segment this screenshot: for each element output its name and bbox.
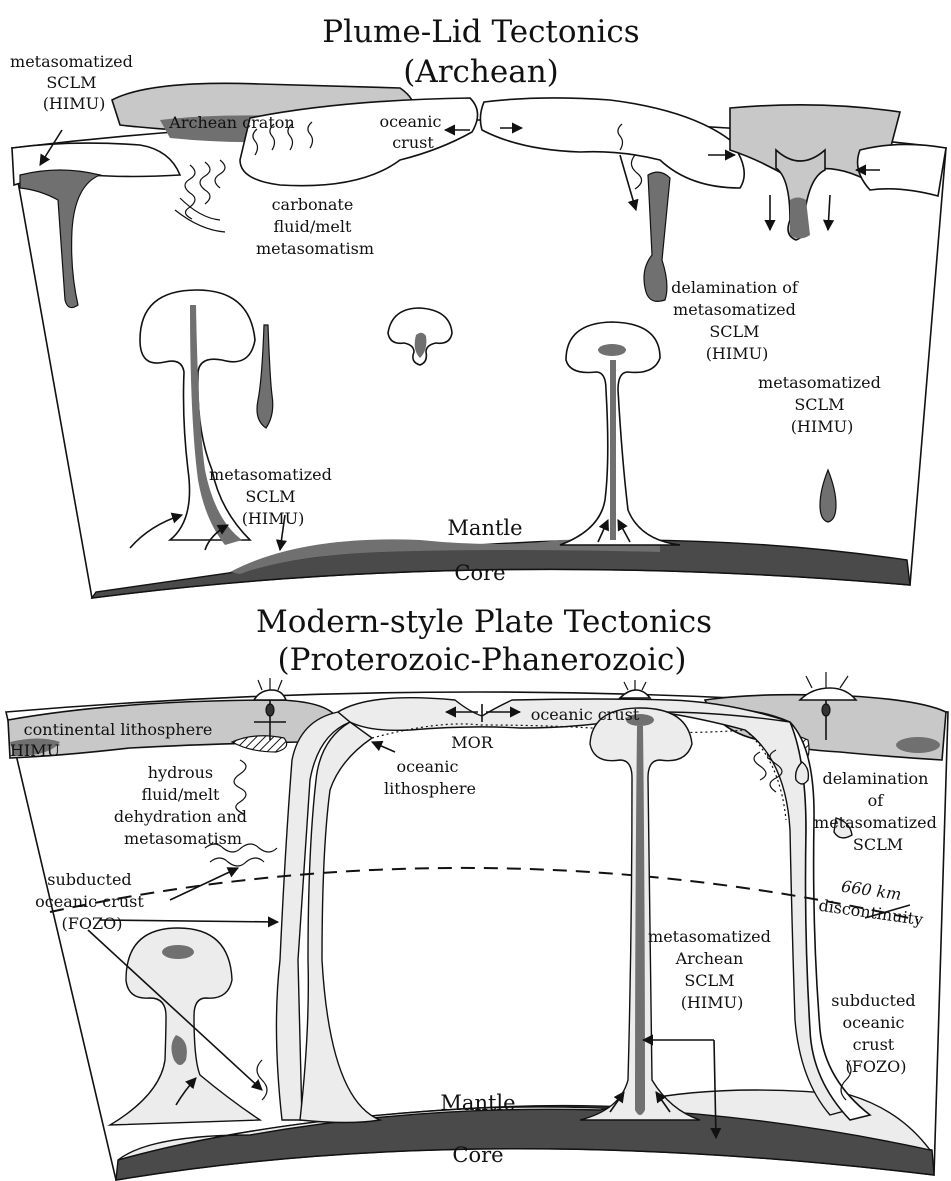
panel-plume-lid: Plume-Lid Tectonics (Archean) xyxy=(10,14,946,598)
panel-title-line1-bottom: Modern-style Plate Tectonics xyxy=(256,604,712,640)
label-archean-craton: Archean craton xyxy=(168,113,294,132)
label-himu-bottom: HIMU xyxy=(10,741,60,760)
label-mor: MOR xyxy=(451,733,494,752)
label-oceanic-crust-bottom: oceanic crust xyxy=(531,705,640,724)
label-carbonate-metasomatism: carbonate fluid/melt metasomatism xyxy=(256,195,374,258)
himu-right xyxy=(896,737,940,753)
panel-title-line2-bottom: (Proterozoic-Phanerozoic) xyxy=(278,642,687,678)
panel-modern-plate: Modern-style Plate Tectonics (Proterozoi… xyxy=(6,604,948,1180)
label-core-bottom: Core xyxy=(452,1143,503,1167)
label-continental-lithosphere: continental lithosphere xyxy=(24,720,213,739)
label-mantle-bottom: Mantle xyxy=(440,1091,515,1115)
panel-title-line2: (Archean) xyxy=(403,54,559,90)
label-core-top: Core xyxy=(454,561,505,585)
volcano-center xyxy=(620,680,650,698)
panel-title-line1: Plume-Lid Tectonics xyxy=(322,14,639,50)
label-mantle-top: Mantle xyxy=(447,516,522,540)
